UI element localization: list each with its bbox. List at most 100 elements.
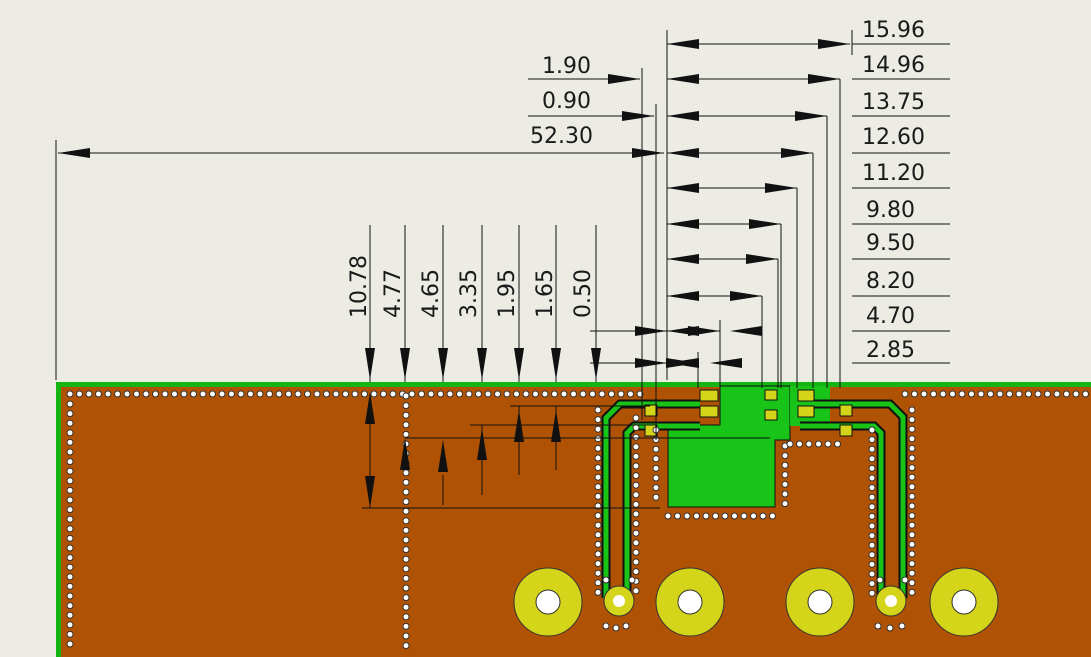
via	[494, 390, 501, 398]
via	[133, 390, 140, 398]
dim-label-1-65: 1.65	[533, 269, 558, 318]
dim-arrow	[667, 183, 699, 193]
via	[522, 390, 530, 398]
via	[693, 512, 700, 520]
via	[237, 390, 245, 398]
dims-vertical	[362, 225, 770, 509]
via	[594, 435, 602, 443]
dim-arrow	[667, 254, 699, 264]
dim-arrow	[730, 291, 762, 301]
via	[85, 390, 93, 398]
via	[66, 448, 74, 456]
via	[1034, 390, 1042, 398]
via	[996, 390, 1004, 398]
via	[66, 592, 74, 600]
via	[402, 469, 410, 477]
via	[266, 390, 273, 398]
dim-arrow	[551, 348, 561, 380]
via	[908, 454, 916, 462]
via	[602, 622, 610, 630]
dim-arrow	[514, 348, 524, 380]
via	[908, 579, 916, 587]
via	[721, 512, 729, 520]
via	[66, 554, 74, 562]
dim-label-0-50: 0.50	[571, 269, 596, 318]
via	[786, 440, 794, 448]
via	[868, 464, 876, 472]
via	[594, 560, 602, 568]
via	[632, 568, 640, 576]
via	[66, 419, 74, 427]
via	[389, 390, 397, 398]
via	[402, 546, 410, 554]
dim-arrow	[808, 74, 840, 84]
via	[908, 512, 916, 520]
dim-arrow	[667, 291, 699, 301]
via	[868, 436, 876, 444]
via	[551, 390, 558, 398]
via	[66, 544, 74, 552]
via	[908, 444, 916, 452]
dim-label-4-70: 4.70	[866, 304, 915, 329]
via	[594, 454, 602, 462]
dim-arrow	[795, 111, 827, 121]
dim-label-15-96: 15.96	[862, 18, 925, 43]
dim-arrow	[781, 148, 813, 158]
via	[594, 579, 602, 587]
via	[759, 512, 767, 520]
via	[76, 390, 83, 398]
via	[161, 390, 169, 398]
via	[402, 478, 410, 486]
via	[868, 589, 876, 597]
via	[351, 390, 359, 398]
dim-arrow	[666, 358, 698, 368]
via	[209, 390, 216, 398]
via	[908, 560, 916, 568]
via	[632, 558, 640, 566]
via	[541, 390, 549, 398]
via	[632, 433, 640, 441]
via	[361, 390, 368, 398]
via	[503, 390, 511, 398]
via	[171, 390, 178, 398]
via	[1015, 390, 1023, 398]
dims-vertical-labels: 10.78 4.77 4.65 3.35 1.95 1.65 0.50	[347, 255, 596, 318]
dim-label-52-30: 52.30	[530, 124, 593, 149]
via	[874, 622, 882, 630]
via	[66, 486, 74, 494]
via	[908, 521, 916, 529]
dims-right-labels: 15.96 14.96 13.75 12.60 11.20 9.80 9.50 …	[862, 18, 925, 363]
via	[402, 642, 410, 650]
via	[402, 392, 410, 400]
dim-arrow	[688, 326, 720, 336]
via	[402, 603, 410, 611]
via	[632, 500, 640, 508]
via	[750, 512, 757, 520]
via	[402, 565, 410, 573]
via	[908, 531, 916, 539]
via	[781, 490, 789, 498]
dim-label-1-90: 1.90	[542, 54, 591, 79]
via	[408, 390, 416, 398]
via	[594, 473, 602, 481]
via	[652, 493, 660, 501]
via	[911, 390, 918, 398]
via	[199, 390, 207, 398]
via	[142, 390, 150, 398]
trace-right	[800, 399, 908, 600]
via	[402, 555, 410, 563]
via	[594, 416, 602, 424]
dim-label-14-96: 14.96	[862, 53, 925, 78]
via	[868, 570, 876, 578]
via	[560, 390, 568, 398]
via	[901, 576, 909, 584]
via	[402, 536, 410, 544]
via	[622, 622, 630, 630]
via	[652, 464, 660, 472]
via	[958, 390, 966, 398]
via	[594, 540, 602, 548]
via	[402, 574, 410, 582]
via	[589, 390, 596, 398]
via	[781, 471, 789, 479]
